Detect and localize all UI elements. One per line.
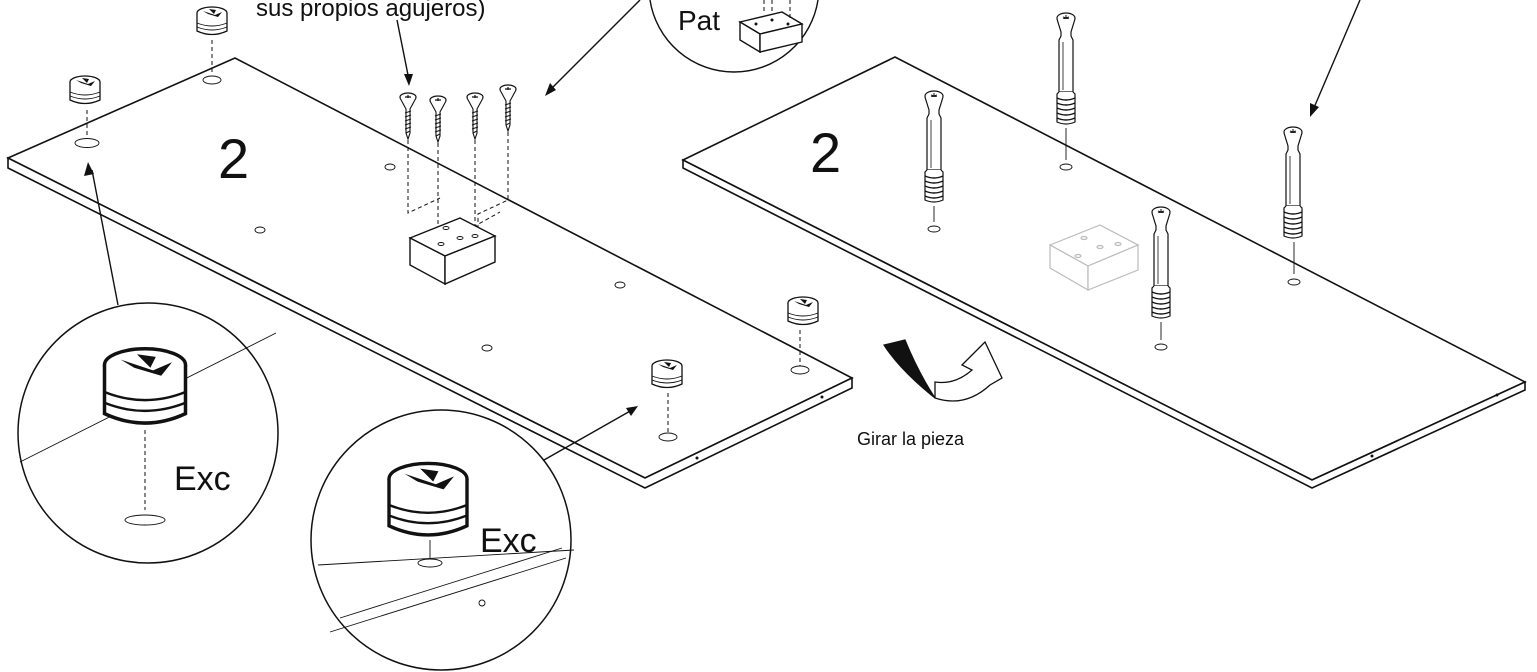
cam-bolt-icon xyxy=(924,90,944,203)
hole xyxy=(202,75,222,85)
wooden-block-icon xyxy=(1048,224,1140,292)
wood-screw-icon xyxy=(429,95,447,143)
hole xyxy=(74,138,100,148)
pat-label: Pat xyxy=(678,5,720,36)
panel-left-number: 2 xyxy=(218,127,249,190)
hole xyxy=(481,344,493,352)
exc-label-right: Exc xyxy=(480,522,537,560)
left-panel: 2 xyxy=(6,0,854,489)
wood-screw-icon xyxy=(399,92,417,140)
rotate-arrow-icon xyxy=(883,339,1003,402)
cam-bolt-icon xyxy=(1151,206,1171,319)
hole xyxy=(254,226,266,234)
wood-screw-icon xyxy=(466,92,484,140)
cam-lock-icon xyxy=(787,296,819,326)
cam-bolt-icon xyxy=(1283,126,1303,239)
exc-label-left: Exc xyxy=(174,460,231,498)
cam-detail-right: Exc xyxy=(310,406,638,671)
cam-detail-left: Exc xyxy=(17,162,279,564)
wood-screw-icon xyxy=(499,84,517,132)
cam-lock-icon xyxy=(69,75,101,105)
screws-note: sus propios agujeros) xyxy=(256,0,485,22)
rotate-label: Girar la pieza xyxy=(857,429,965,449)
wooden-block-icon xyxy=(408,217,497,286)
hole xyxy=(658,432,678,442)
right-panel: 2 xyxy=(681,0,1527,489)
hole xyxy=(614,281,626,289)
cam-lock-icon xyxy=(196,6,228,36)
pat-detail-circle: Pat xyxy=(649,0,819,73)
hole xyxy=(384,163,396,171)
cam-lock-icon xyxy=(651,359,683,389)
panel-right-number: 2 xyxy=(810,121,841,184)
cam-bolt-icon xyxy=(1056,12,1076,125)
